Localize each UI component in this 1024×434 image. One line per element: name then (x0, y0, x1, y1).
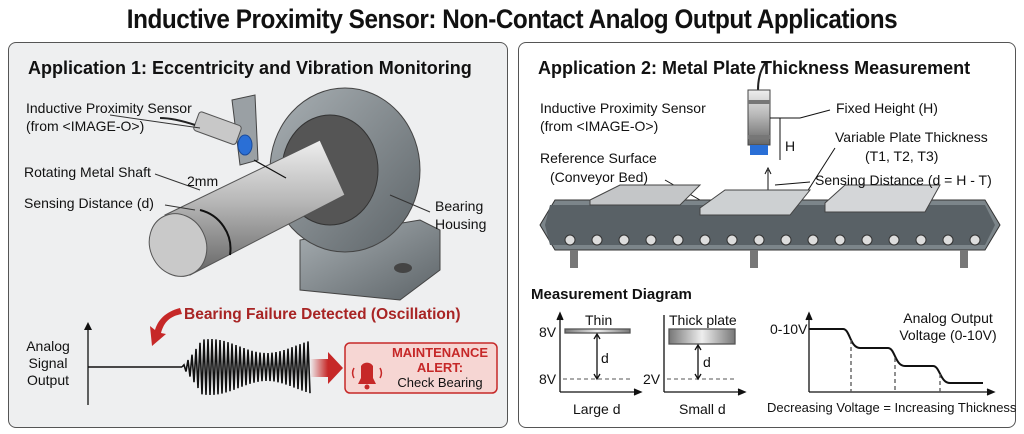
output-caption: Decreasing Voltage = Increasing Thicknes… (767, 400, 1017, 415)
thin-d: d (601, 350, 609, 366)
conveyor-roller (888, 234, 900, 246)
app2-heading: Application 2: Metal Plate Thickness Mea… (538, 58, 971, 78)
conveyor-belt (539, 184, 1001, 268)
height-dimension (664, 109, 836, 201)
thick-d: d (703, 354, 711, 370)
alert-text: MAINTENANCE ALERT: Check Bearing (391, 345, 489, 390)
conveyor-roller (807, 234, 819, 246)
application-2-panel (518, 42, 1016, 428)
reference-sub: (Conveyor Bed) (550, 169, 649, 185)
proximity-sensor-1 (109, 94, 431, 213)
conveyor-roller (942, 234, 954, 246)
housing-label-1: Bearing (435, 198, 484, 214)
failure-label: Bearing Failure Detected (Oscillation) (184, 306, 461, 323)
distance-label: Sensing Distance (d) (24, 195, 154, 211)
conveyor-roller (591, 234, 603, 246)
conveyor-roller (915, 234, 927, 246)
h-label: H (785, 138, 796, 154)
thin-top-voltage: 8V (539, 324, 557, 340)
sensing-distance-label: Sensing Distance (d = H - T) (815, 172, 992, 188)
conveyor-roller (672, 234, 684, 246)
alert-box (344, 342, 498, 394)
analog-signal-plot (84, 308, 343, 405)
output-y-label: 0-10V (770, 321, 808, 337)
thick-bottom-voltage: 2V (643, 371, 661, 387)
sensor-label: Inductive Proximity Sensor (26, 100, 192, 116)
conveyor-roller (726, 234, 738, 246)
thin-caption: Large d (573, 401, 621, 417)
main-title: Inductive Proximity Sensor: Non-Contact … (126, 4, 898, 34)
conveyor-roller (834, 234, 846, 246)
conveyor-roller (645, 234, 657, 246)
sensor-source: (from <IMAGE-O>) (26, 118, 145, 134)
diagram-heading: Measurement Diagram (531, 286, 692, 303)
height-label: Fixed Height (H) (836, 100, 938, 116)
conveyor-roller (861, 234, 873, 246)
shaft-label: Rotating Metal Shaft (24, 164, 151, 180)
thin-label: Thin (585, 312, 613, 328)
sensor2-label: Inductive Proximity Sensor (540, 100, 706, 116)
measurement-diagram (556, 311, 996, 396)
sensor2-source: (from <IMAGE-O>) (540, 118, 659, 134)
thickness-label: Variable Plate Thickness (835, 129, 988, 145)
bell-icon (351, 362, 383, 390)
conveyor-roller (699, 234, 711, 246)
gap-label: 2mm (187, 173, 219, 189)
conveyor-roller (780, 234, 792, 246)
conveyor-roller (564, 234, 576, 246)
housing-label-2: Housing (435, 216, 487, 232)
rotating-shaft (148, 139, 346, 277)
conveyor-roller (969, 234, 981, 246)
thickness-sub: (T1, T2, T3) (865, 148, 939, 164)
thick-label: Thick plate (669, 312, 737, 328)
app1-heading: Application 1: Eccentricity and Vibratio… (28, 58, 472, 78)
conveyor-roller (618, 234, 630, 246)
thin-bottom-voltage: 8V (539, 371, 557, 387)
reference-label: Reference Surface (540, 150, 657, 166)
thick-caption: Small d (679, 401, 726, 417)
conveyor-roller (753, 234, 765, 246)
